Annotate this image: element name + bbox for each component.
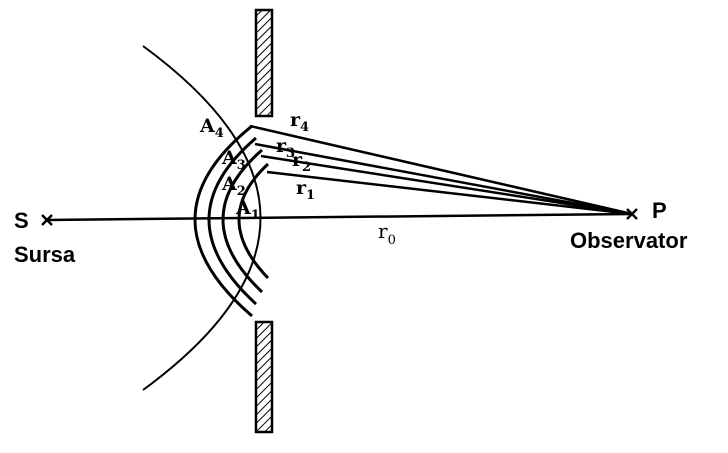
- ray-r2: [260, 154, 633, 216]
- ray-label-r2: r2: [292, 149, 311, 175]
- ray-label-r4: r4: [290, 109, 309, 135]
- zone-label-a4: A4: [199, 115, 224, 141]
- axis-label: r0: [378, 219, 396, 248]
- zone-arc-2: [221, 148, 264, 294]
- ray-r1: [266, 170, 633, 216]
- source-marker-icon: [41, 214, 53, 226]
- observer-marker-icon: [626, 208, 638, 220]
- source-letter: S: [14, 208, 29, 233]
- ray-label-r1: r1: [296, 177, 315, 203]
- observer-caption: Observator: [570, 228, 688, 253]
- screen-upper: [254, 8, 274, 118]
- zone-label-a3: A3: [221, 147, 246, 173]
- observer-letter: P: [652, 198, 667, 223]
- source-caption: Sursa: [14, 242, 76, 267]
- screen-lower: [254, 320, 274, 434]
- zone-label-a1: A1: [235, 197, 260, 223]
- ray-r3: [254, 142, 633, 216]
- zone-label-a2: A2: [221, 173, 246, 199]
- ray-label-r3: r3: [276, 135, 295, 161]
- zone-arc-1: [237, 162, 270, 280]
- ray-r4: [249, 124, 633, 216]
- axis-line: [45, 212, 633, 222]
